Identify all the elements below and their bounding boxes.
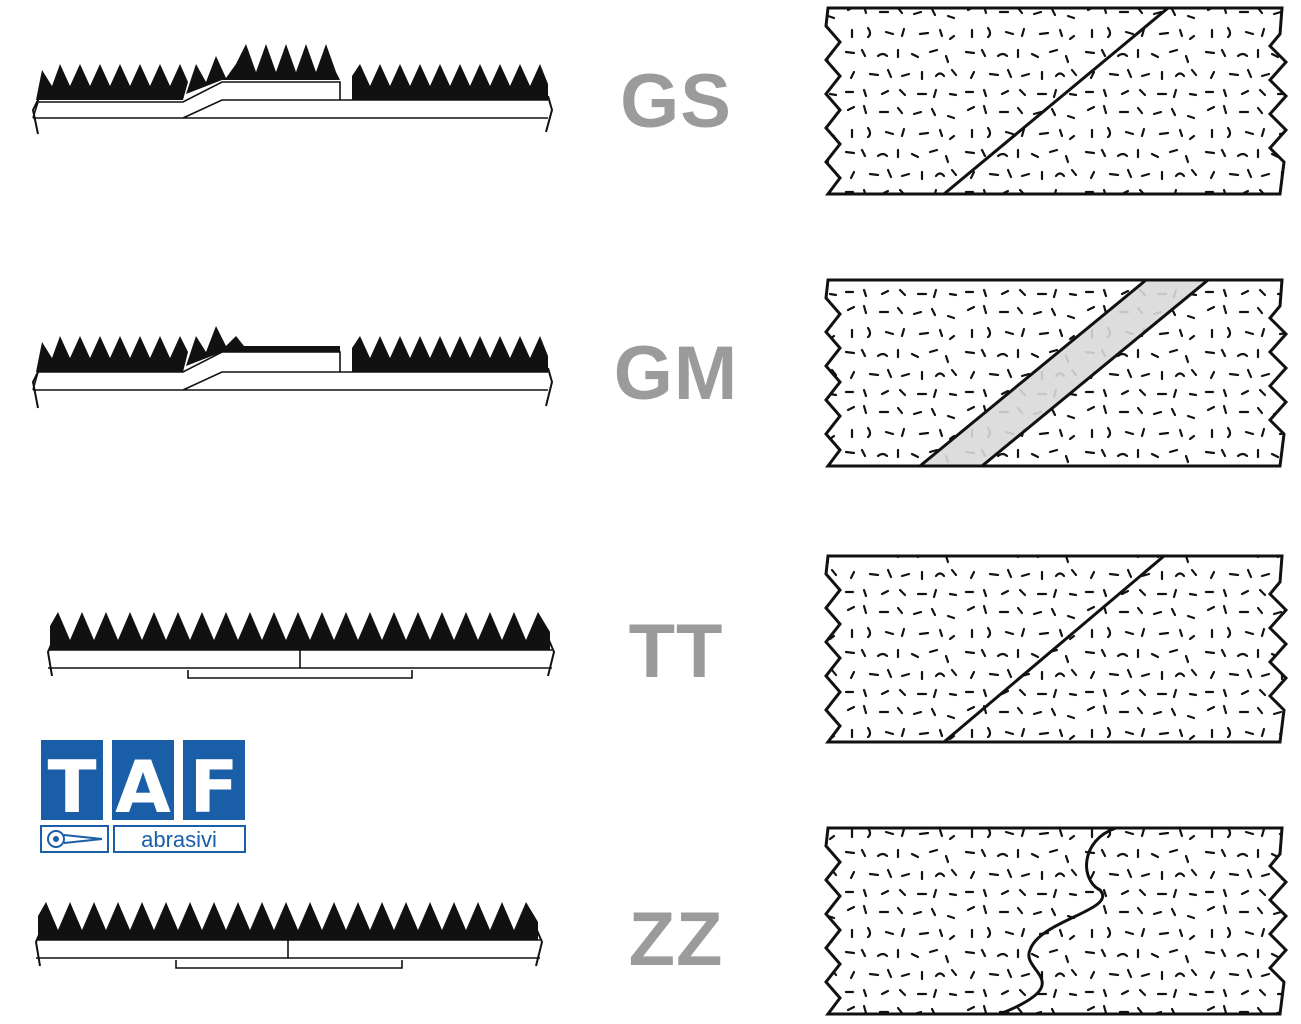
tt-side-view: [46, 612, 556, 679]
logo-letter-a: A: [115, 745, 171, 829]
taf-logo: T A F abrasivi: [40, 740, 246, 853]
gs-grit-right: [352, 64, 548, 100]
logo-subtitle-box: [113, 825, 246, 853]
disc-icon: [47, 830, 103, 848]
tt-joint-view: [824, 554, 1289, 744]
zz-grit: [38, 902, 538, 940]
gs-end-hooks: [31, 95, 554, 135]
logo-tile-f: [183, 740, 245, 820]
row-gm: GM: [31, 278, 1289, 468]
gm-side-view: [31, 326, 554, 409]
gs-side-view: [31, 44, 554, 135]
gm-code: GM: [614, 331, 738, 416]
row-tt: TT: [46, 554, 1289, 744]
gm-joint-view: [824, 278, 1289, 468]
gm-grit-right: [352, 336, 548, 372]
logo-letter-t: T: [47, 745, 96, 829]
gs-joint-line: [943, 6, 1169, 196]
gs-joint-view: [824, 6, 1289, 196]
logo-subtitle: abrasivi: [141, 827, 217, 852]
row-gs: GS: [31, 6, 1289, 196]
zz-side-view: [34, 902, 544, 969]
logo-tile-t: [41, 740, 103, 820]
logo-emblem-box: [40, 825, 109, 853]
zz-joint-view: [824, 826, 1289, 1016]
tt-code: TT: [629, 609, 724, 694]
gm-grit-left: [36, 336, 188, 372]
gs-grit-left: [36, 64, 188, 100]
logo-tile-a: [112, 740, 174, 820]
row-zz: ZZ: [34, 826, 1289, 1016]
tt-backing: [48, 649, 552, 679]
gm-joint-band: [915, 278, 1213, 468]
zz-code: ZZ: [629, 897, 724, 982]
gs-code: GS: [620, 59, 732, 144]
tt-grit: [50, 612, 550, 650]
tt-joint-line: [943, 554, 1165, 744]
gs-grit-mid: [186, 44, 340, 94]
zz-joint-wave: [999, 826, 1117, 1016]
logo-letter-f: F: [189, 745, 238, 829]
gm-end-hooks: [31, 367, 554, 409]
zz-backing: [36, 939, 540, 969]
gm-grit-mid: [186, 326, 340, 366]
zz-belt-section: [824, 826, 1289, 1016]
